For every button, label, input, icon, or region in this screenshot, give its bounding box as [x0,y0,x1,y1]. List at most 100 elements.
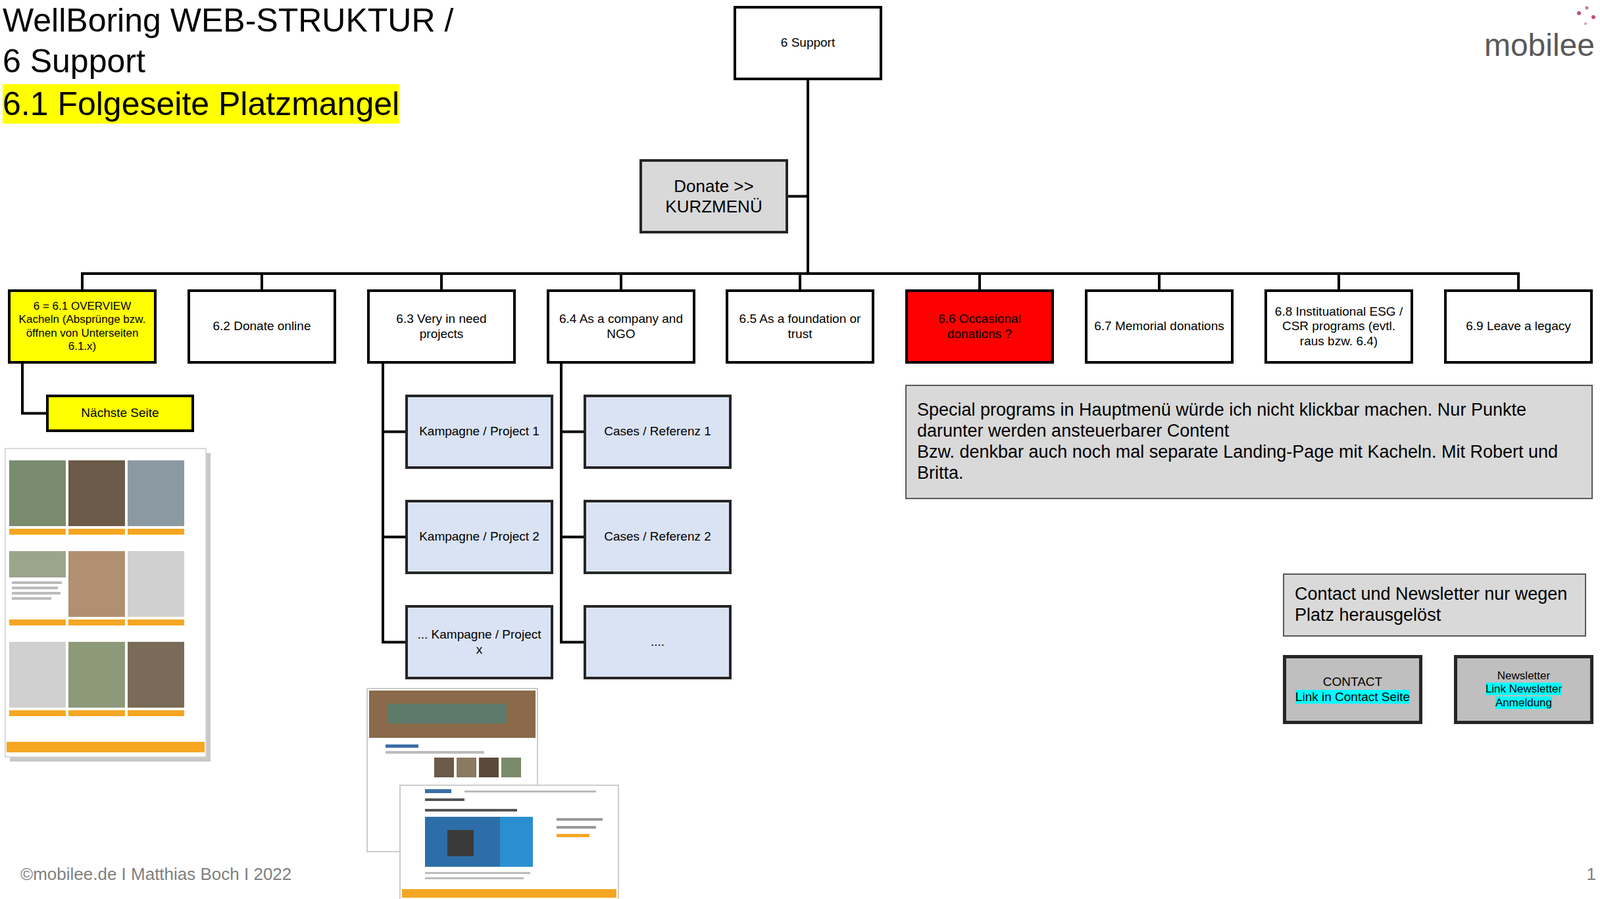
text-placeholder [425,877,524,880]
text-line: Kampagne / Project 2 [413,529,546,545]
photo [425,817,504,868]
tree-connector [561,363,584,643]
tree-connector [561,363,584,538]
photo-tile [456,757,477,778]
text-placeholder [385,751,485,754]
info-panel [500,817,533,868]
screenshot-frame [400,785,619,899]
text-line: Donate >> KURZMENÜ [647,176,781,217]
photo-tile [127,551,185,618]
node-text: Kampagne / Project 1 [419,424,540,439]
tile-bar [68,710,125,717]
subpage-box: Kampagne / Project 1 [405,394,554,470]
node-text: 6 Support [780,35,835,50]
text-line: Kacheln (Absprünge bzw. öffnen von Unter… [15,313,149,353]
tile-bar [9,619,66,626]
text-line: Newsletter [1462,669,1585,683]
photo-detail [388,703,507,724]
subtitle: 6.1 Folgeseite Platzmangel [2,84,400,124]
logo-dot [1576,11,1581,16]
logo-text: mobilee [1484,26,1595,65]
screenshot-overview [5,448,211,762]
text-line: 6 Support [741,35,875,50]
text-line: 6.8 Instituational ESG / CSR programs (e… [1272,304,1406,349]
tree-connector [22,363,47,414]
node-text: Donate >> KURZMENÜ [665,176,762,217]
shortcut-box: Donate >> KURZMENÜ [639,159,789,234]
page-title: WellBoring WEB-STRUKTUR / 6 Support [2,0,472,82]
node-text: 6.6 Occasional donations ? [938,311,1022,341]
node-text: Contact und Newsletter nur wegen Platz h… [1294,584,1568,625]
text-placeholder [11,592,61,595]
photo-tile [478,757,499,778]
text-line: 6.3 Very in need projects [375,311,508,342]
text-line: Kampagne / Project 1 [413,424,546,439]
footer-band [6,742,205,753]
node-text: Cases / Referenz 2 [603,529,712,544]
node-text: 6.7 Memorial donations [1094,319,1225,333]
photo-tile [434,757,454,778]
tile-bar [127,619,185,626]
node-text: 6.2 Donate online [213,319,312,333]
text-placeholder [425,798,465,802]
tree-connector [382,363,406,643]
tree-connector [788,80,808,197]
page-box: 6.5 As a foundation or trust [725,289,875,364]
menu-placeholder [464,790,597,793]
photo-tile [9,551,66,578]
logo-dot [1584,22,1587,25]
photo-tile [9,642,66,708]
photo-detail [447,830,474,857]
text-line: 6.9 Leave a legacy [1451,319,1585,334]
text-line: 6.5 As a foundation or trust [733,311,867,342]
text-line: Link in Contact Seite [1291,690,1414,705]
node-text: 6.5 As a foundation or trust [739,311,862,341]
node-text: 6.3 Very in need projects [396,311,487,341]
photo-tile [68,642,125,708]
node-text: Kacheln (Absprünge bzw. öffnen von Unter… [19,313,147,352]
text-placeholder [11,586,58,590]
text-line: Special programs in Hauptmenü würde ich … [917,400,1581,443]
text-placeholder [11,597,52,600]
text-line: 6.6 Occasional donations ? [913,311,1047,342]
note-box: Special programs in Hauptmenü würde ich … [905,384,1593,500]
tree-connector [621,80,808,290]
tree-connector [807,80,980,290]
footer-band [401,889,617,899]
node-text: Special programs in Hauptmenü würde ich … [917,400,1527,441]
tree-connector [807,80,1519,290]
node-text: Cases / Referenz 1 [603,424,712,439]
footer-credit: ©mobilee.de I Matthias Boch I 2022 [20,864,292,885]
text-line: 6.7 Memorial donations [1092,319,1226,334]
text-placeholder [425,872,531,875]
subpage-box: Kampagne / Project 2 [405,500,554,575]
text-placeholder [11,581,62,585]
logo-dot [1591,15,1596,20]
tree-connector [382,363,406,433]
node-text: Bzw. denkbar auch noch mal separate Land… [917,442,1558,483]
node-text: 6.4 As a company and NGO [559,311,683,341]
highlighted-page-box: 6.6 Occasional donations ? [905,289,1054,364]
text-placeholder [385,744,419,749]
text-line: 6.2 Donate online [195,319,329,334]
page-box: 6.2 Donate online [187,289,337,364]
tile-bar [127,710,185,717]
photo-tile [127,460,185,527]
node-text: Nächste Seite [80,405,159,420]
node-text: Link Newsletter Anmeldung [1485,682,1562,709]
node-text: 6.8 Instituational ESG / CSR programs (e… [1275,304,1403,349]
text-line: Cases / Referenz 1 [591,424,724,439]
icon-row [556,834,590,838]
logo-dots [1576,6,1596,26]
subpage-box: Cases / Referenz 1 [583,394,732,470]
page-box: 6.3 Very in need projects [367,289,516,364]
subpage-box: .... [583,605,732,680]
text-line: Contact und Newsletter nur wegen Platz h… [1294,584,1575,627]
node-text: 6.9 Leave a legacy [1465,319,1572,333]
page-box: 6.9 Leave a legacy [1444,289,1593,364]
tree-connector [382,363,406,538]
text-line: 6 = 6.1 OVERVIEW [15,300,149,314]
node-text: Link in Contact Seite [1295,690,1410,704]
photo-banner [369,690,536,739]
